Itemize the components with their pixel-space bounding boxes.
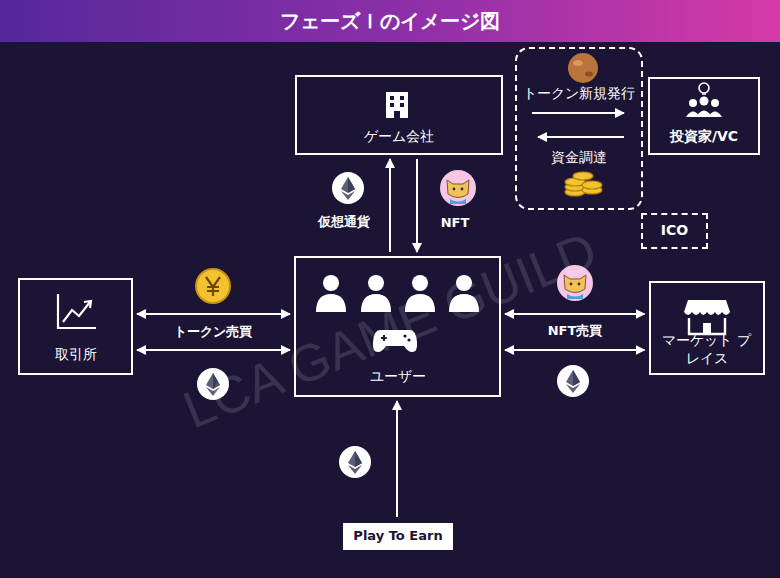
marketplace-box: マーケット プレイス [649,281,765,375]
connector-arrow [137,349,290,351]
play-to-earn-box: Play To Earn [341,521,455,552]
eth-icon [339,446,371,478]
eth-icon [557,365,589,397]
node-text: ゲーム会社 [364,128,434,146]
funding-arrows [532,113,624,137]
company-box: ゲーム会社 [295,75,503,155]
investor-icon [686,83,722,117]
connector-arrow [389,159,391,252]
node-text: マーケット プレイス [657,332,757,367]
shop-icon [684,300,730,334]
token-planet-icon [568,53,598,83]
connector-arrow [505,349,645,351]
diagram-title: フェーズＩのイメージ図 [280,8,500,35]
building-icon [386,92,408,118]
node-text: トークン新規発行 [523,85,635,103]
node-text: 資金調達 [551,149,607,167]
token-issue-box: トークン新規発行資金調達 [515,47,643,210]
node-text: ICO [661,222,688,240]
yen-coin-icon [196,269,230,303]
node-text: ユーザー [370,368,426,386]
ico-box: ICO [641,213,708,249]
node-text: 取引所 [55,346,97,364]
connector-arrow [416,159,418,252]
chart-icon [58,294,96,328]
connector-arrow [137,313,290,315]
node-text: Play To Earn [353,528,442,544]
investor-box: 投資家/VC [648,77,760,155]
exchange-box: 取引所 [18,278,133,375]
title-banner: フェーズＩのイメージ図 [0,0,780,42]
edge-label: 仮想通貨 [316,213,372,231]
edge-label: トークン売買 [172,323,254,341]
nft-icon [440,170,476,206]
node-text: 投資家/VC [670,128,738,146]
connector-arrow [505,313,645,315]
user-box: ユーザー [294,256,501,397]
edge-label: NFT [439,215,472,230]
eth-icon [332,172,364,204]
coins-icon [565,172,602,196]
edge-label: NFT売買 [546,322,605,340]
connector-arrow [396,401,398,517]
